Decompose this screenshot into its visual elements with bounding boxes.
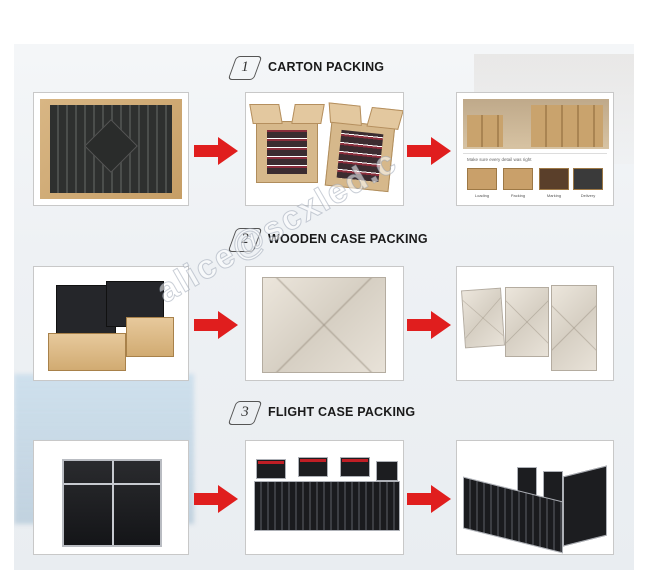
carton-step-label: Loading xyxy=(474,193,490,198)
right-arrow-icon xyxy=(194,311,238,339)
wooden-photo-three-crates xyxy=(456,266,614,381)
flight-photo-open-cases-in-row xyxy=(245,440,404,555)
wooden-photo-cabinets-on-pallet xyxy=(33,266,189,381)
right-arrow-icon xyxy=(194,137,238,165)
right-arrow-icon xyxy=(407,137,451,165)
carton-photo-open-boxes xyxy=(245,92,404,206)
section-title-flight: 3 FLIGHT CASE PACKING xyxy=(232,401,415,423)
carton-step-label: Delivery xyxy=(580,193,596,198)
section-title-text: FLIGHT CASE PACKING xyxy=(268,405,416,419)
right-arrow-icon xyxy=(194,485,238,513)
right-arrow-icon xyxy=(407,485,451,513)
step-number-badge: 1 xyxy=(232,56,258,78)
wooden-photo-plywood-crate xyxy=(245,266,404,381)
section-title-text: CARTON PACKING xyxy=(268,60,385,74)
carton-step-label: Packing xyxy=(510,193,526,198)
step-number-badge: 3 xyxy=(232,401,258,423)
section-title-wooden: 2 WOODEN CASE PACKING xyxy=(232,228,428,250)
flight-photo-cases-with-lids xyxy=(456,440,614,555)
step-number-badge: 2 xyxy=(232,228,258,250)
carton-step-label: Marking xyxy=(546,193,562,198)
carton-photo-modules-in-box xyxy=(33,92,189,206)
section-title-text: WOODEN CASE PACKING xyxy=(268,232,428,246)
section-title-carton: 1 CARTON PACKING xyxy=(232,56,384,78)
carton-steps-note: Make sure every detail was right xyxy=(467,157,532,162)
carton-photo-warehouse-steps: Make sure every detail was right Loading… xyxy=(456,92,614,206)
right-arrow-icon xyxy=(407,311,451,339)
flight-photo-closed-case xyxy=(33,440,189,555)
